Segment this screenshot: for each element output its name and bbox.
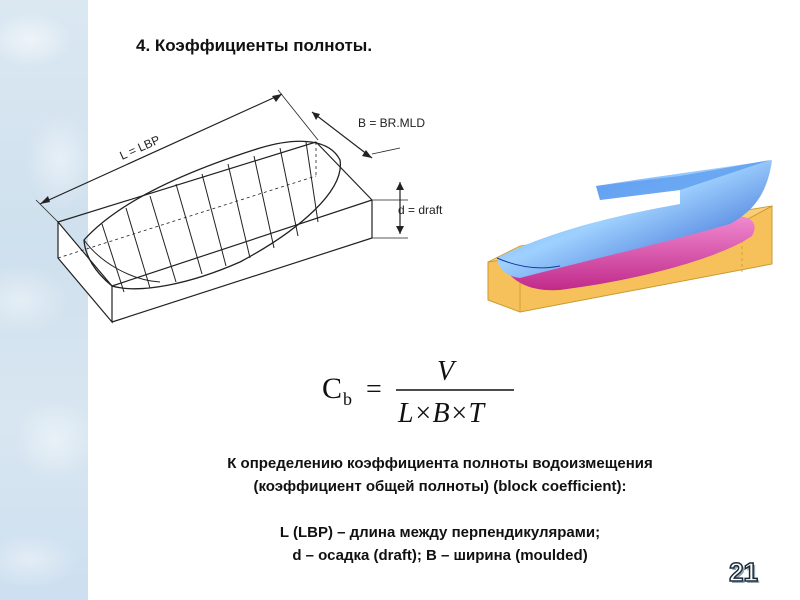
description-line-4: d – осадка (draft); B – ширина (moulded) [292,547,588,564]
formula-numerator: V [437,356,457,387]
slide-title: 4. Коэффициенты полноты. [136,36,373,55]
formula-equals: = [366,374,382,405]
formula-lhs: C [322,372,342,405]
breadth-label: B = BR.MLD [358,116,425,130]
block-coefficient-diagram: L = LBP B = BR.MLD d = draft [35,89,443,324]
formula-lhs-subscript: b [343,389,352,409]
decorative-side-band [0,0,88,600]
page-number: 21 [728,556,758,588]
description-line-3: L (LBP) – длина между перпендикулярами; [279,524,601,541]
draft-label: d = draft [398,203,443,217]
hull-3d-rendering [487,160,773,313]
block-coefficient-formula: C b = V L×B×T [322,356,514,429]
formula-denominator: L×B×T [397,398,486,429]
description-line-1: К определению коэффициента полноты водои… [227,455,653,472]
description-line-2: (коэффициент общей полноты) (block coeff… [253,478,627,495]
